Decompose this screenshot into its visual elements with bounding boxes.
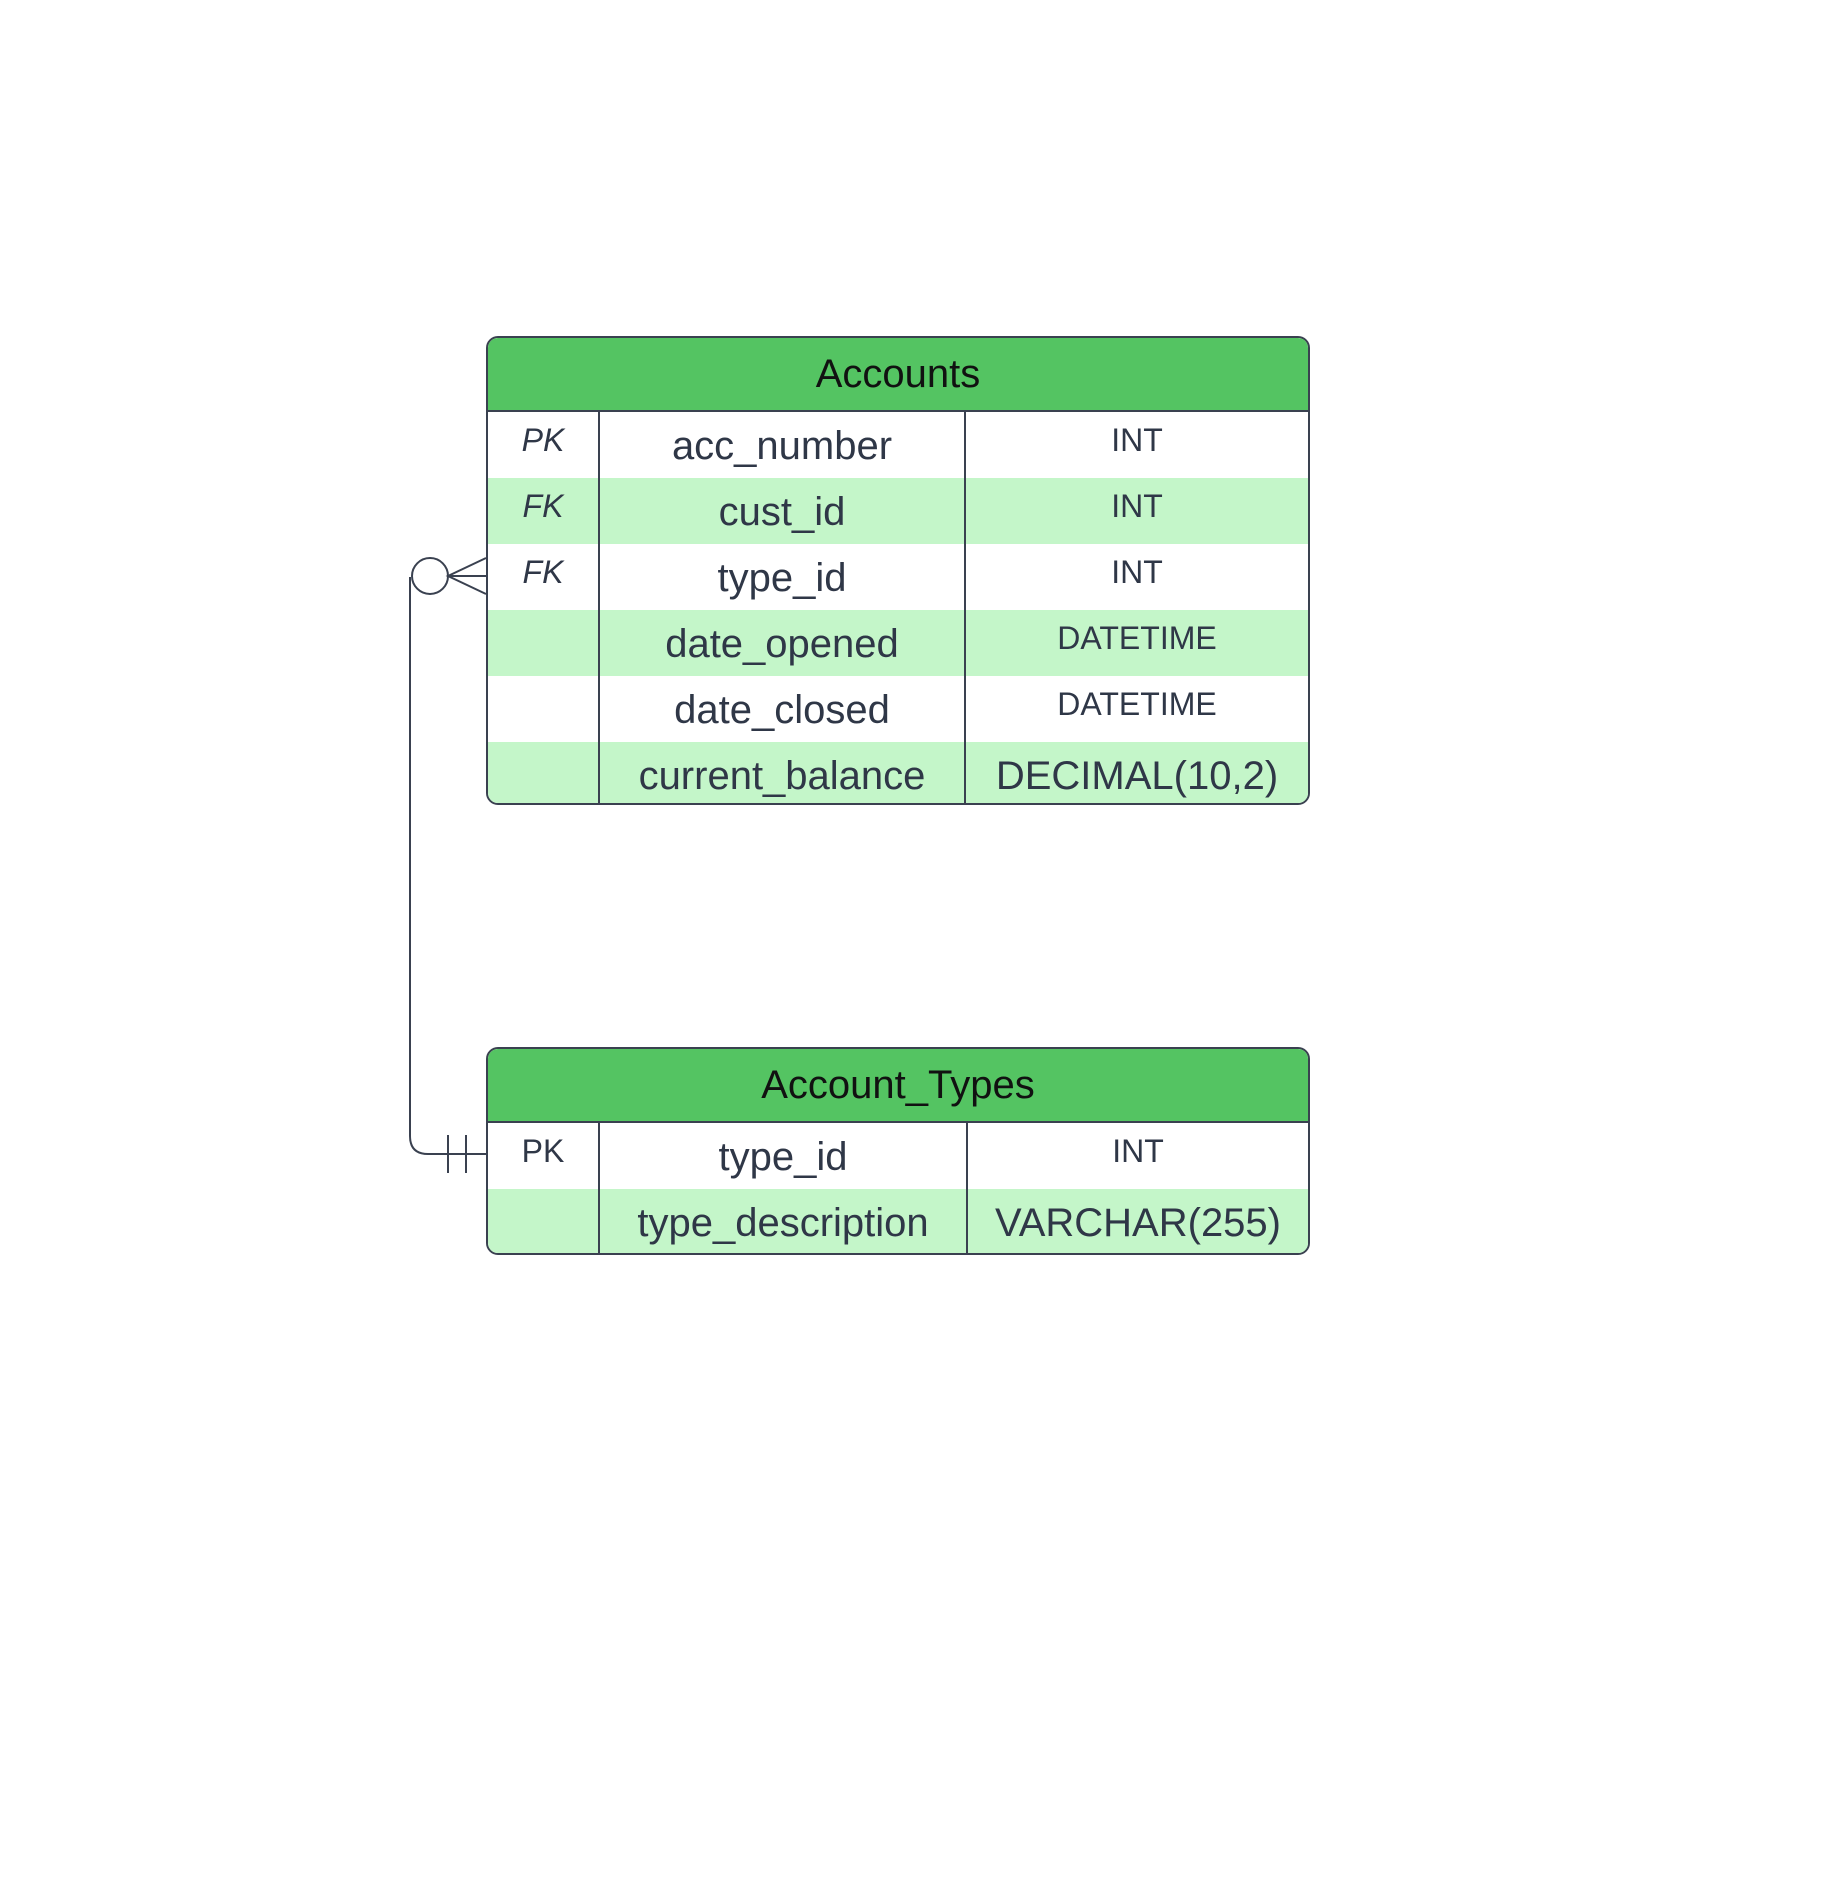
column-type: DATETIME	[1057, 686, 1217, 722]
column-type: DECIMAL(10,2)	[995, 753, 1279, 798]
column-type: VARCHAR(255)	[995, 1200, 1281, 1245]
accounts-entity-title: Accounts	[488, 338, 1308, 412]
crows-foot-icon	[445, 557, 487, 595]
accounts-entity[interactable]: Accounts PK acc_number INT FK cust_id IN…	[486, 336, 1310, 805]
column-name: type_id	[600, 544, 966, 610]
key-label	[488, 742, 600, 803]
column-type: INT	[1112, 1133, 1164, 1169]
column-type: INT	[1111, 554, 1163, 590]
column-name: current_balance	[600, 742, 966, 803]
key-label: FK	[488, 544, 600, 610]
account-types-entity-title: Account_Types	[488, 1049, 1308, 1123]
column-name: cust_id	[600, 478, 966, 544]
account-types-entity[interactable]: Account_Types PK type_id INT type_descri…	[486, 1047, 1310, 1255]
column-type: DATETIME	[1057, 620, 1217, 656]
column-name: acc_number	[600, 412, 966, 478]
key-label	[488, 610, 600, 676]
column-type: INT	[1111, 422, 1163, 458]
key-label	[488, 676, 600, 742]
column-name: date_closed	[600, 676, 966, 742]
key-label: PK	[488, 412, 600, 478]
table-row: FK type_id INT	[488, 544, 1308, 610]
table-row: current_balance DECIMAL(10,2)	[488, 742, 1308, 803]
table-row: PK acc_number INT	[488, 412, 1308, 478]
table-row: FK cust_id INT	[488, 478, 1308, 544]
relationship-line[interactable]	[409, 577, 486, 1155]
table-row: PK type_id INT	[488, 1123, 1308, 1189]
table-row: type_description VARCHAR(255)	[488, 1189, 1308, 1253]
table-row: date_closed DATETIME	[488, 676, 1308, 742]
key-label: FK	[488, 478, 600, 544]
zero-circle-icon	[411, 557, 449, 595]
column-name: type_description	[600, 1189, 968, 1253]
key-label	[488, 1189, 600, 1253]
table-row: date_opened DATETIME	[488, 610, 1308, 676]
column-name: date_opened	[600, 610, 966, 676]
column-name: type_id	[600, 1123, 968, 1189]
column-type: INT	[1111, 488, 1163, 524]
key-label: PK	[488, 1123, 600, 1189]
